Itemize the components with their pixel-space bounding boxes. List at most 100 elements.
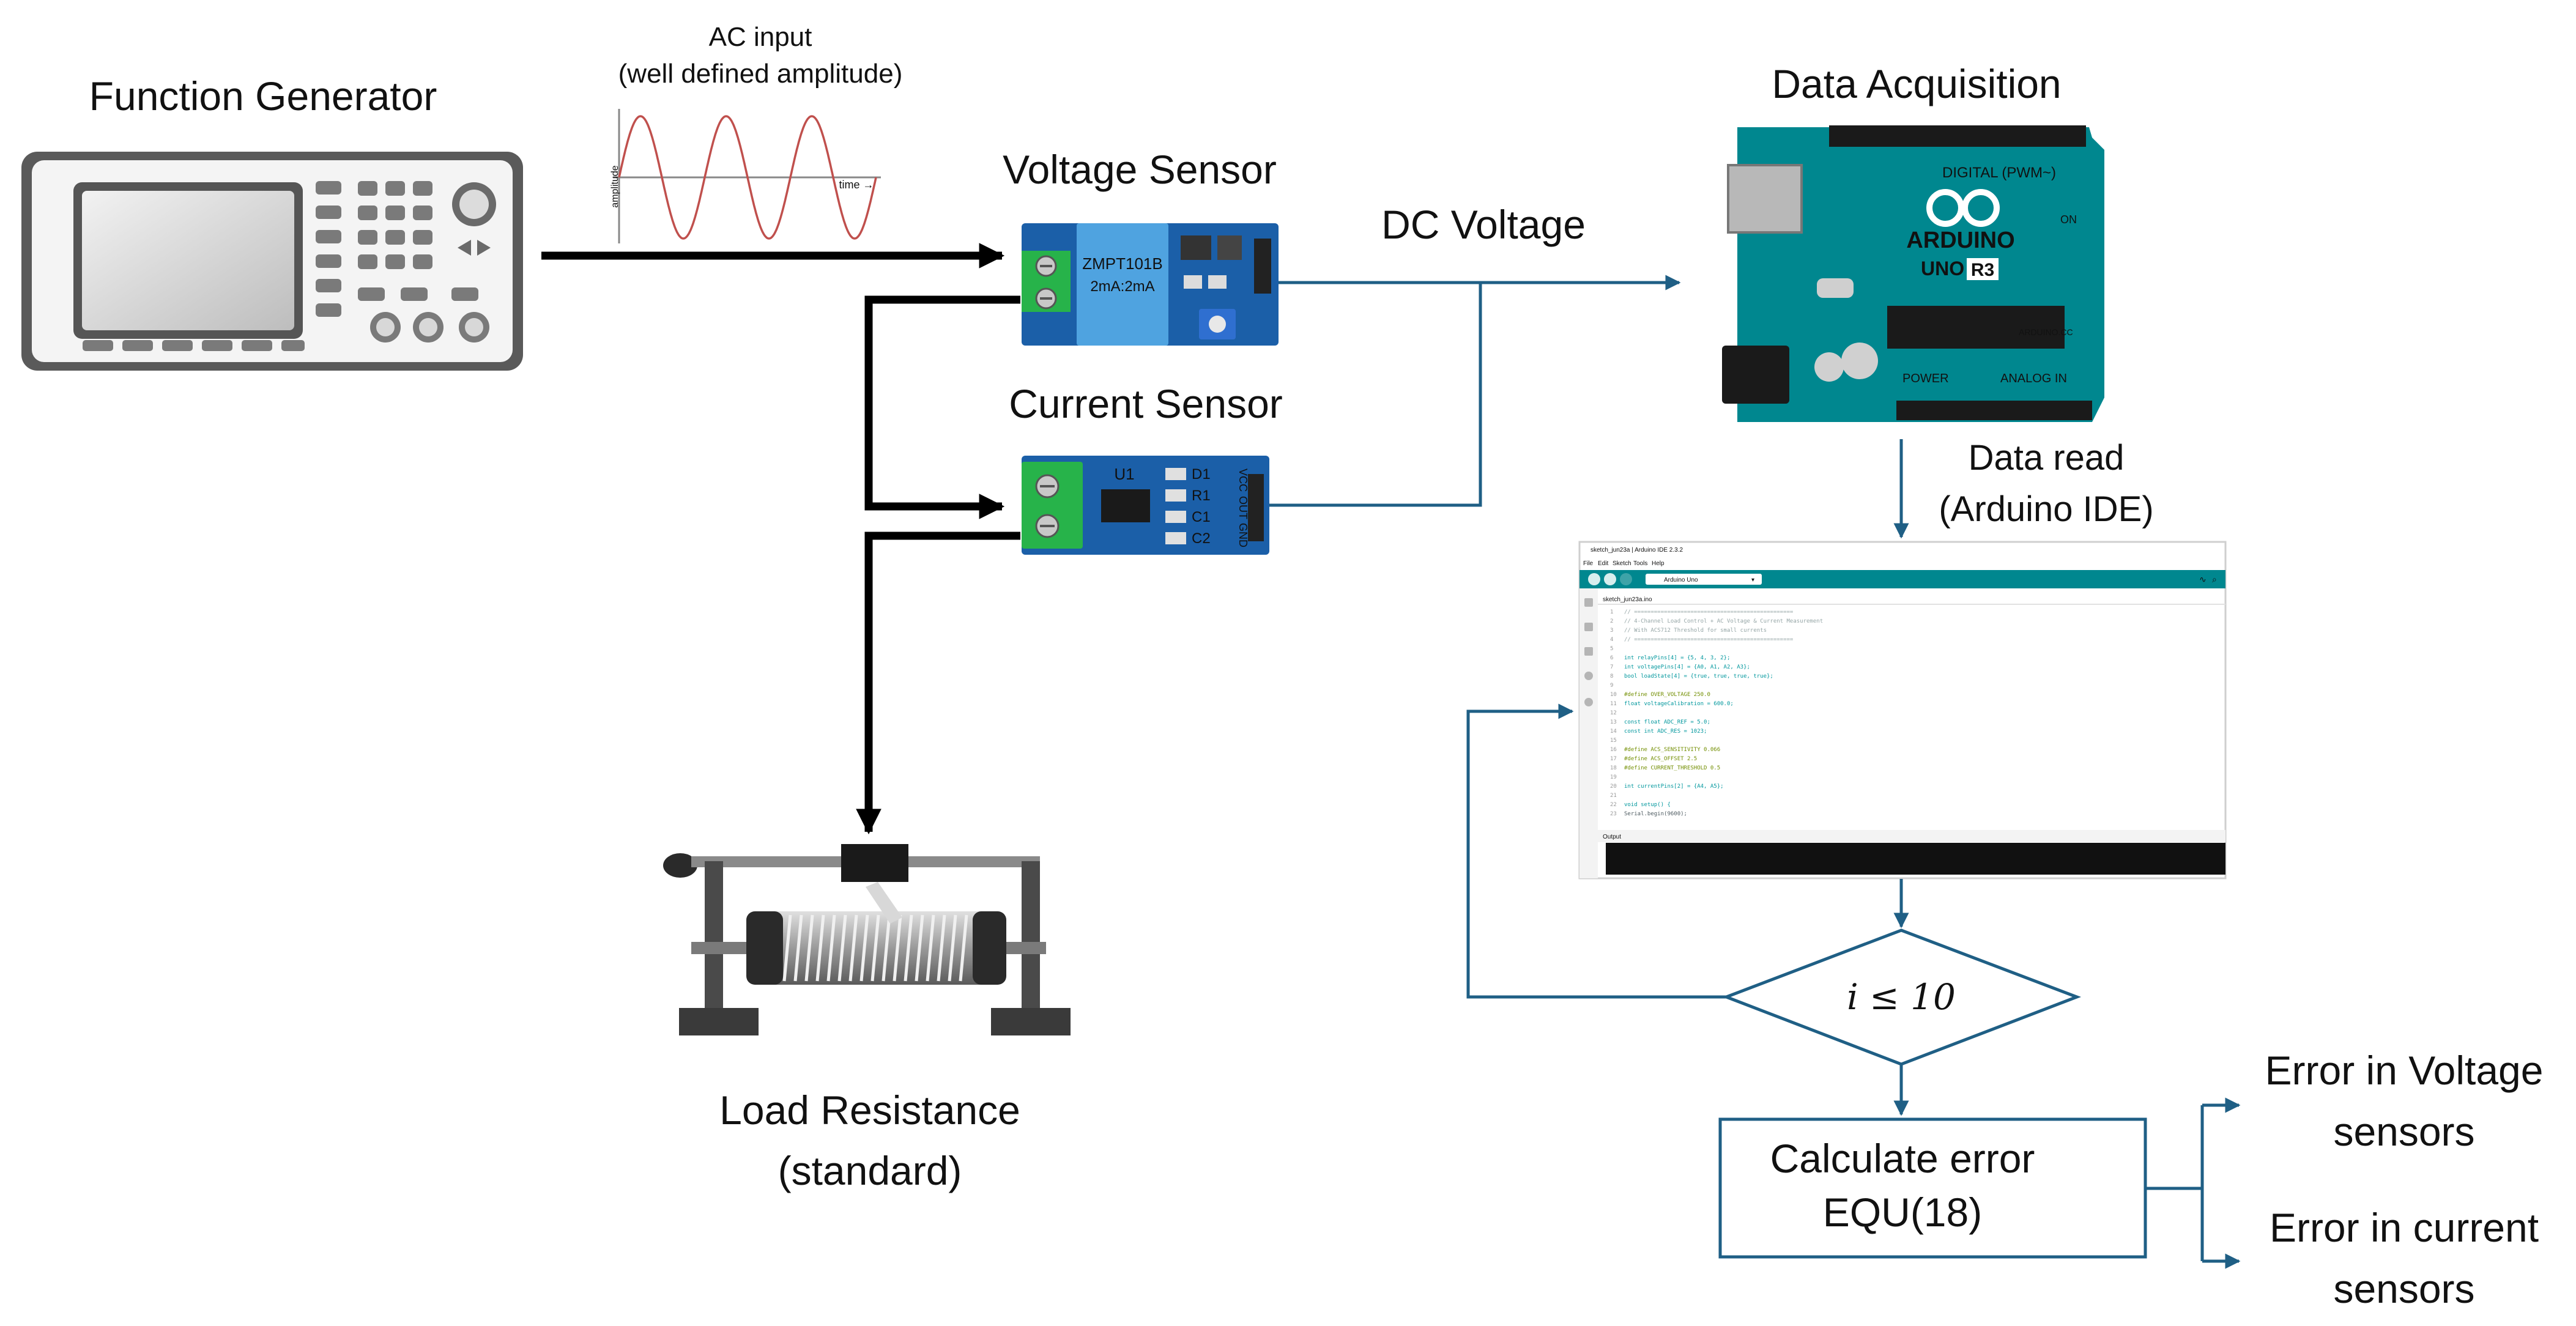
dc-jack xyxy=(1722,346,1789,404)
ide-menu-tools[interactable]: Tools xyxy=(1633,560,1647,567)
wire-voltage-to-current-sensor xyxy=(864,295,1020,519)
ide-library-icon[interactable] xyxy=(1584,647,1593,656)
code-line: Serial.begin(9600); xyxy=(1624,811,1687,817)
ide-boards-icon[interactable] xyxy=(1584,623,1593,631)
ide-sidebar xyxy=(1579,588,1598,878)
line-current-to-arduino xyxy=(1269,283,1482,507)
code-line-number: 17 xyxy=(1610,756,1617,762)
code-line-number: 8 xyxy=(1610,673,1613,680)
code-line-number: 21 xyxy=(1610,793,1617,799)
code-line-number: 13 xyxy=(1610,719,1617,725)
ide-upload-icon[interactable] xyxy=(1604,573,1616,585)
ide-debug-panel-icon[interactable] xyxy=(1584,672,1593,680)
arduino-on-led: ON xyxy=(2060,213,2077,226)
ide-sketchbook-icon[interactable] xyxy=(1584,598,1593,607)
coil-turn xyxy=(804,914,814,982)
coil-turn xyxy=(959,914,968,982)
code-line-number: 1 xyxy=(1610,609,1613,615)
current-sensor-label: Current Sensor xyxy=(1009,381,1283,426)
code-line-number: 12 xyxy=(1610,710,1617,716)
acs-chip-label: U1 xyxy=(1114,465,1134,483)
serial-plotter-icon[interactable]: ∿ xyxy=(2199,574,2207,584)
code-line: // =====================================… xyxy=(1624,609,1794,615)
arduino-board: DIGITAL (PWM~) ARDUINO UNO R3 ON ARDUINO… xyxy=(1722,125,2104,422)
ide-search-icon[interactable] xyxy=(1584,698,1593,706)
code-line: const int ADC_RES = 1023; xyxy=(1624,728,1707,735)
serial-monitor-icon[interactable]: ⌕ xyxy=(2212,574,2217,584)
wires xyxy=(541,243,1020,835)
coil-turn xyxy=(937,914,946,982)
coil-turn xyxy=(859,914,869,982)
code-line: float voltageCalibration = 600.0; xyxy=(1624,701,1734,707)
code-line-number: 10 xyxy=(1610,692,1617,698)
coil-turn xyxy=(948,914,957,982)
acs-pin-vcc: VCC xyxy=(1237,469,1249,492)
acs-led-d1: D1 xyxy=(1192,466,1211,483)
arduino-rev: R3 xyxy=(1971,260,1994,280)
ide-board-selector[interactable] xyxy=(1646,574,1762,585)
generator-screen xyxy=(82,191,294,330)
ide-output-console xyxy=(1606,843,2225,875)
output-branches xyxy=(2145,1097,2241,1269)
data-acquisition-label: Data Acquisition xyxy=(1772,61,2061,106)
code-line: const float ADC_REF = 5.0; xyxy=(1624,719,1710,725)
acs-led-c1: C1 xyxy=(1192,509,1211,525)
ide-file-tab[interactable]: sketch_jun23a.ino xyxy=(1603,596,1652,603)
voltage-sensor-module: ZMPT101B 2mA:2mA xyxy=(1022,223,1279,346)
code-line: int relayPins[4] = {5, 4, 3, 2}; xyxy=(1624,655,1730,661)
acs712-chip xyxy=(1101,489,1150,522)
arduino-model: UNO xyxy=(1921,257,1964,280)
ide-menu-file[interactable]: File xyxy=(1583,560,1594,567)
dc-voltage-label: DC Voltage xyxy=(1381,202,1586,247)
current-sensor-module: U1 D1 R1 C1 C2 VCC OUT GND xyxy=(1022,456,1269,555)
zmpt-rating-text: 2mA:2mA xyxy=(1090,278,1154,295)
data-read-label: Data read xyxy=(1969,438,2125,478)
ide-code-editor[interactable]: 1 // ====================================… xyxy=(1610,609,1823,817)
code-line-number: 6 xyxy=(1610,655,1613,661)
arduino-brand: ARDUINO xyxy=(1906,228,2014,253)
coil-turn xyxy=(815,914,825,982)
ide-verify-icon[interactable] xyxy=(1588,573,1600,585)
code-line-number: 3 xyxy=(1610,628,1613,634)
code-line-number: 11 xyxy=(1610,701,1617,707)
arrow-loop-back xyxy=(1466,703,1726,999)
coil-turn xyxy=(870,914,880,982)
code-line: // =====================================… xyxy=(1624,637,1794,643)
digital-header xyxy=(1829,125,2086,147)
acs-led-c2: C2 xyxy=(1192,530,1211,547)
ide-menu-sketch[interactable]: Sketch xyxy=(1613,560,1631,567)
code-line: int currentPins[2] = {A4, A5}; xyxy=(1624,783,1724,790)
load-resistance-label: Load Resistance xyxy=(719,1087,1020,1133)
ide-output-label: Output xyxy=(1603,834,1621,840)
loop-condition-text: i ≤ 10 xyxy=(1847,976,1956,1018)
coil-turn xyxy=(882,914,891,982)
calc-error-equation: EQU(18) xyxy=(1823,1190,1982,1235)
output-current-error-sub: sensors xyxy=(2333,1266,2474,1311)
atmega-chip xyxy=(1887,306,2065,349)
code-line-number: 18 xyxy=(1610,765,1617,771)
zmpt-transformer xyxy=(1077,223,1168,346)
code-line-number: 15 xyxy=(1610,738,1617,744)
ide-debug-icon[interactable] xyxy=(1620,573,1632,585)
ac-input-label: AC input xyxy=(709,22,812,52)
load-resistance-rheostat xyxy=(663,844,1071,1035)
coil-turn xyxy=(904,914,913,982)
acs-pin-out: OUT xyxy=(1237,496,1249,519)
ac-waveform: amplitude time → xyxy=(610,109,881,243)
code-line: #define OVER_VOLTAGE 250.0 xyxy=(1624,692,1710,698)
voltage-sensor-label: Voltage Sensor xyxy=(1003,147,1277,192)
ide-menu-edit[interactable]: Edit xyxy=(1598,560,1608,567)
code-line: // With ACS712 Threshold for small curre… xyxy=(1624,628,1767,634)
arduino-digital-label: DIGITAL (PWM~) xyxy=(1942,165,2056,181)
code-line: #define ACS_OFFSET 2.5 xyxy=(1624,756,1697,762)
wave-x-axis-label: time → xyxy=(839,179,874,191)
zmpt-model-text: ZMPT101B xyxy=(1082,254,1163,273)
output-voltage-error-sub: sensors xyxy=(2333,1109,2474,1154)
arduino-ide-window: sketch_jun23a | Arduino IDE 2.3.2 File E… xyxy=(1578,541,2227,880)
ide-board-name: Arduino Uno xyxy=(1664,577,1698,583)
output-voltage-error: Error in Voltage xyxy=(2265,1048,2544,1093)
code-line-number: 2 xyxy=(1610,618,1613,624)
code-line-number: 4 xyxy=(1610,637,1613,643)
ide-menu-help[interactable]: Help xyxy=(1652,560,1665,567)
